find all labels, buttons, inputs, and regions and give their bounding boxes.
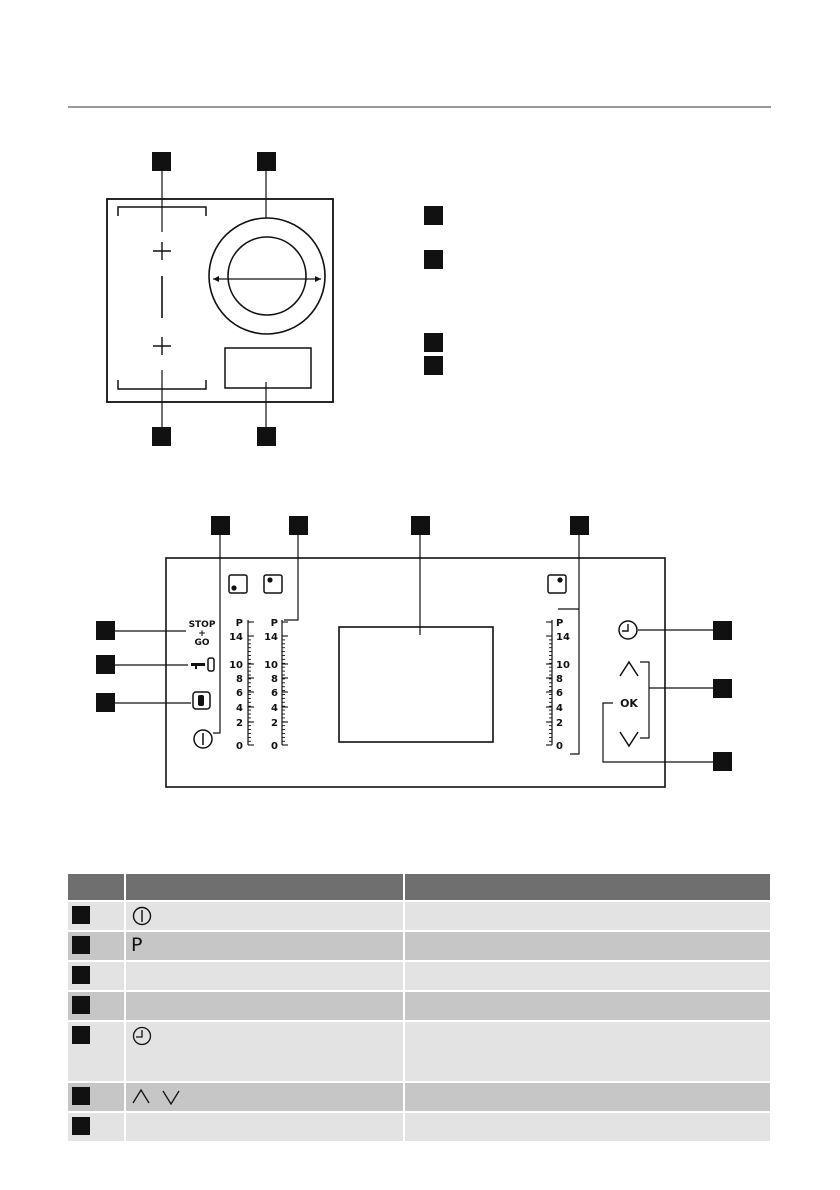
table-row	[68, 1081, 770, 1111]
stop-go-label-1: STOP	[189, 620, 216, 630]
power-icon	[193, 729, 213, 749]
up-arrow-icon	[619, 660, 639, 677]
scale-label: 6	[271, 688, 278, 699]
power-icon	[131, 905, 153, 927]
header-col-symbol	[126, 874, 405, 900]
control-table: P	[68, 874, 770, 1141]
up-down-icon	[131, 1086, 191, 1108]
table-row	[68, 960, 770, 990]
stop-go-label-3: GO	[194, 638, 209, 648]
central-display	[338, 626, 494, 743]
down-arrow-icon	[619, 731, 639, 748]
child-lock-icon	[192, 691, 211, 710]
scale-label: 6	[556, 688, 563, 699]
table-row	[68, 1111, 770, 1141]
scale-label: 6	[236, 688, 243, 699]
key-lock-icon	[191, 657, 215, 672]
scale-label: 0	[271, 741, 278, 752]
scale-label: 4	[271, 703, 278, 714]
table-row	[68, 990, 770, 1020]
table-header	[68, 874, 770, 900]
scale-label: 14	[556, 632, 570, 643]
hob-surface	[106, 198, 334, 403]
stop-go-label-2: +	[198, 629, 206, 639]
table-row	[68, 900, 770, 930]
scale-label: 8	[271, 674, 278, 685]
header-col-description	[405, 874, 770, 900]
scale-label: 8	[236, 674, 243, 685]
scale-label: 14	[229, 632, 243, 643]
timer-icon	[618, 620, 638, 640]
scale-label: 4	[556, 703, 563, 714]
scale-label: 8	[556, 674, 563, 685]
scale-label: 0	[236, 741, 243, 752]
callout-markers-panel	[96, 516, 732, 771]
scale-label: 0	[556, 741, 563, 752]
row-marker	[72, 996, 90, 1014]
table-row	[68, 1020, 770, 1081]
row-marker	[72, 1117, 90, 1135]
table-row: P	[68, 930, 770, 960]
scale-label: P	[556, 618, 563, 629]
scale-label: 14	[264, 632, 278, 643]
control-panel: STOP + GO OK	[165, 557, 716, 788]
zone-rear-left-icon	[263, 574, 283, 594]
row-marker	[72, 1087, 90, 1105]
scale-label: 10	[229, 660, 243, 671]
scale-label: 2	[236, 718, 243, 729]
scale-label: 10	[556, 660, 570, 671]
scale-label: 4	[236, 703, 243, 714]
zone-front-left-icon	[228, 574, 248, 594]
scale-label: 2	[271, 718, 278, 729]
row-marker	[72, 906, 90, 924]
zone-rear-right-icon	[547, 574, 567, 594]
scale-label: P	[271, 618, 278, 629]
timer-icon	[131, 1025, 153, 1047]
header-rule	[68, 106, 771, 108]
row-marker	[72, 966, 90, 984]
hob-diagram: STOP + GO OK	[96, 152, 732, 788]
row-marker	[72, 936, 90, 954]
scale-label: 10	[264, 660, 278, 671]
power-scales: P 14 10 8 6 4 2 0 P 14 10 8 6 4 2 0 P 14 10 8 6 4 2 0	[229, 618, 570, 752]
power-level-symbol: P	[131, 934, 143, 956]
scale-label: P	[236, 618, 243, 629]
header-col-number	[68, 874, 126, 900]
callout-markers-top	[152, 152, 443, 446]
scale-label: 2	[556, 718, 563, 729]
ok-label: OK	[620, 697, 638, 710]
row-marker	[72, 1026, 90, 1044]
